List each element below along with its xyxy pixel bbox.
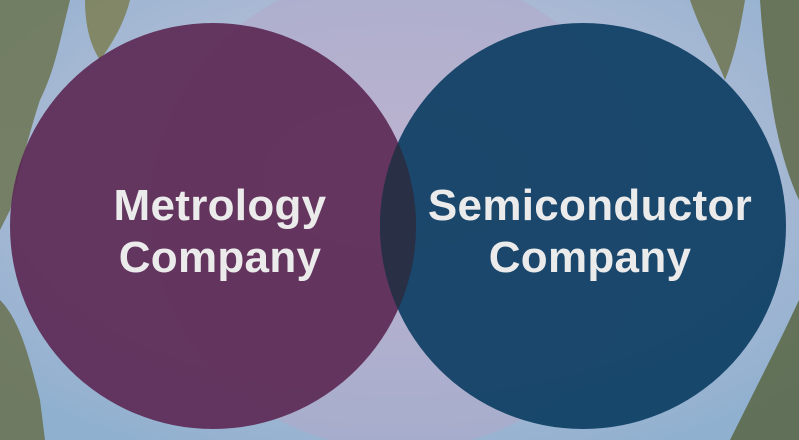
right-circle bbox=[380, 23, 786, 429]
left-circle bbox=[10, 23, 416, 429]
left-label-line1: Metrology bbox=[113, 181, 327, 230]
right-circle-label: Semiconductor Company bbox=[395, 180, 785, 284]
left-label-line2: Company bbox=[118, 233, 322, 282]
right-label-line1: Semiconductor bbox=[427, 181, 753, 230]
left-circle-label: Metrology Company bbox=[70, 180, 370, 284]
right-label-line2: Company bbox=[488, 233, 692, 282]
